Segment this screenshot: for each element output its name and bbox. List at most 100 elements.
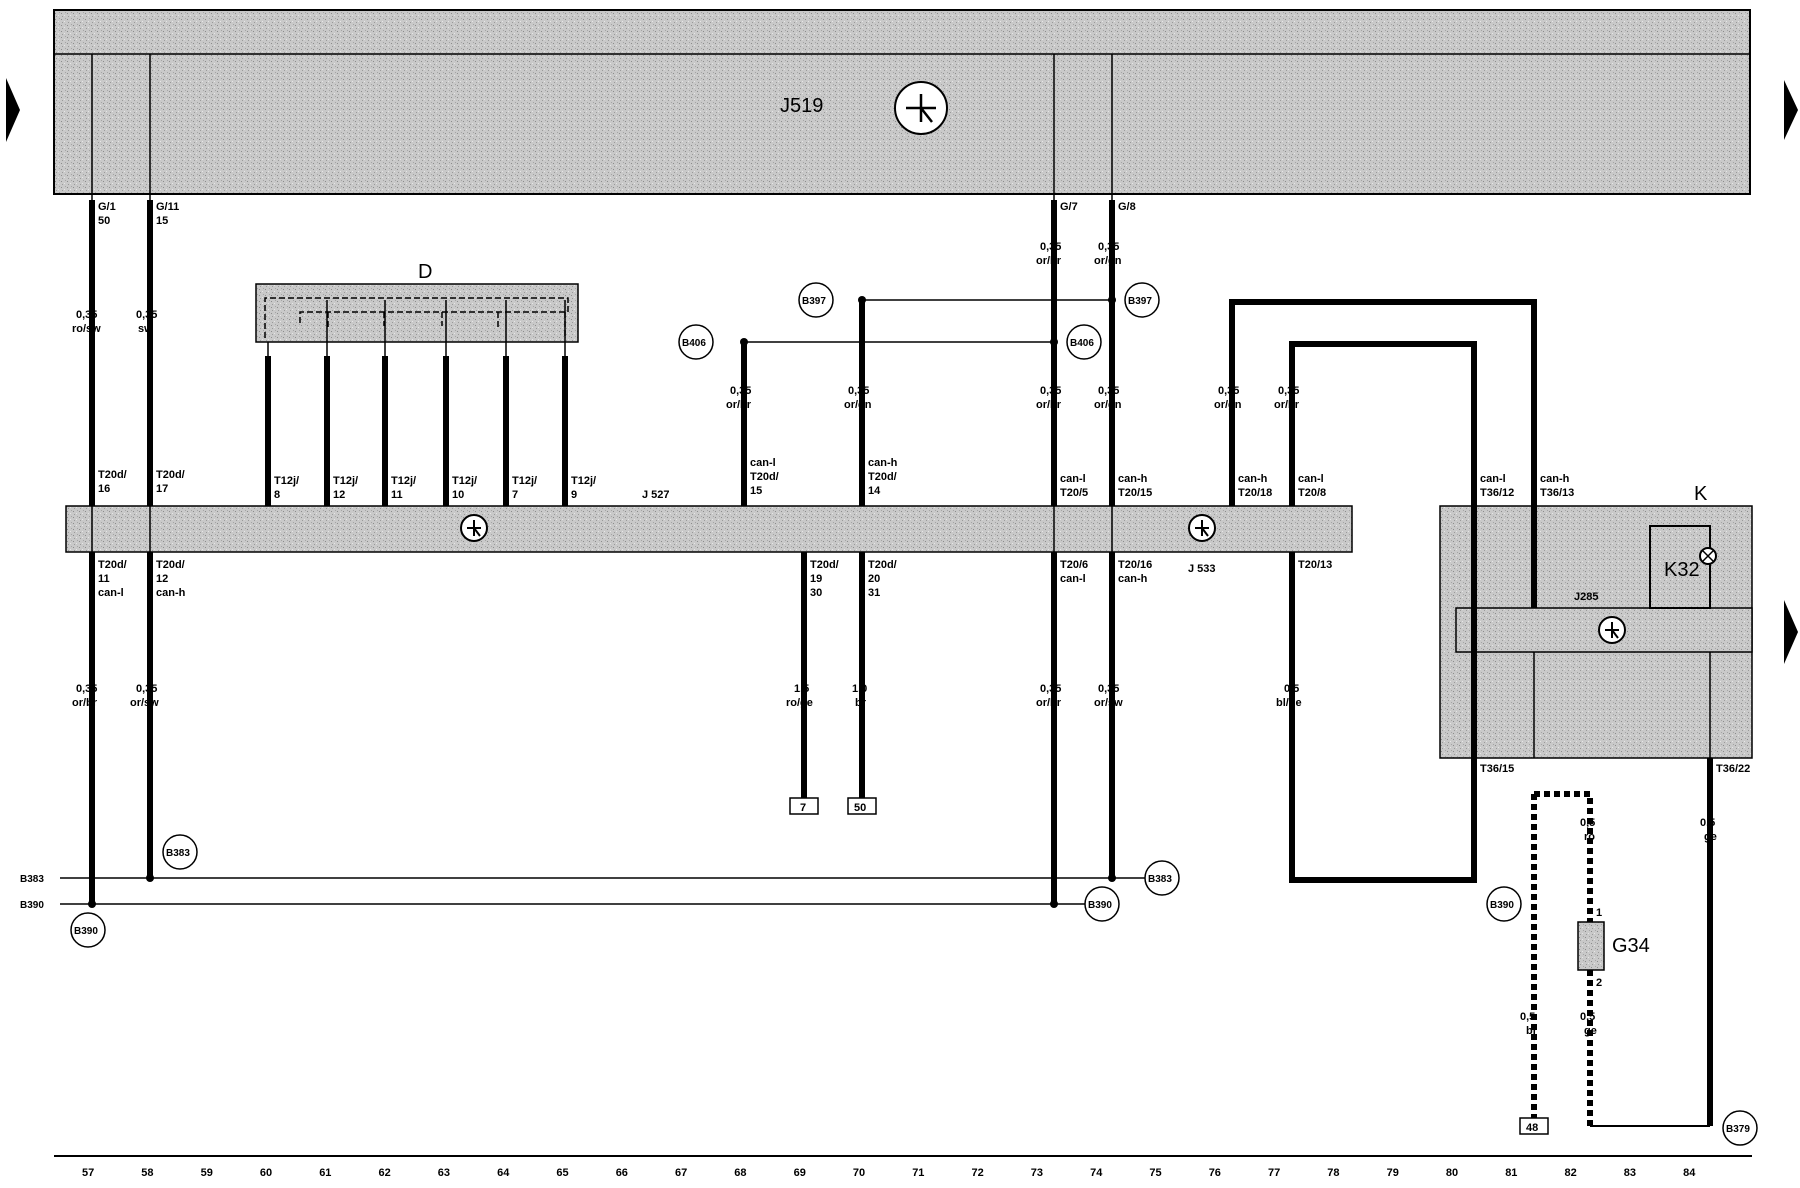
wire-size: 1,0: [852, 683, 867, 695]
wire-color: or/gn: [844, 399, 872, 411]
ruler-number: 58: [141, 1167, 153, 1179]
connector-label: T20/18: [1238, 487, 1272, 499]
connector-label: 14: [868, 485, 881, 497]
node-b406: B406: [1070, 338, 1094, 349]
node-b397: B397: [1128, 296, 1152, 307]
connector-label: T20/16: [1118, 559, 1152, 571]
connector-label: 12: [156, 573, 168, 585]
wire-color: or/br: [1274, 399, 1300, 411]
connector-label: T12j/: [333, 475, 358, 487]
control-unit-icon: [1188, 514, 1216, 542]
wire-color: or/gn: [1094, 255, 1122, 267]
ruler-number: 81: [1505, 1167, 1517, 1179]
wire-size: 0,5: [1284, 683, 1299, 695]
connector-label: T36/12: [1480, 487, 1514, 499]
ruler-number: 73: [1031, 1167, 1043, 1179]
connector-label: T20/5: [1060, 487, 1088, 499]
wire-color: br: [855, 697, 867, 709]
node-b383: B383: [1148, 874, 1172, 885]
connector-label: can-l: [1298, 473, 1324, 485]
side-b383: B383: [20, 874, 44, 885]
connector-label: 7: [512, 489, 518, 501]
node-b390: B390: [74, 926, 98, 937]
pin-label: G/1: [98, 201, 116, 213]
wire-color: ge: [1584, 1025, 1597, 1037]
node-b397: B397: [802, 296, 826, 307]
connector-label: T20d/: [750, 471, 779, 483]
connector-label: T20d/: [868, 559, 897, 571]
ruler-number: 67: [675, 1167, 687, 1179]
terminal-48: 48: [1526, 1122, 1538, 1134]
wire-size: 0,35: [136, 683, 157, 695]
ruler-number: 72: [972, 1167, 984, 1179]
wire-size: 0,35: [76, 683, 97, 695]
connector-label: 19: [810, 573, 822, 585]
connector-label: can-h: [156, 587, 186, 599]
warning-lamp-icon: [1699, 547, 1717, 565]
wire-size: 0,35: [1278, 385, 1299, 397]
connector-label: can-l: [1060, 573, 1086, 585]
ruler-number: 78: [1327, 1167, 1339, 1179]
connector-label: can-l: [1480, 473, 1506, 485]
k32-label: K32: [1664, 559, 1700, 581]
wire-color: or/br: [72, 697, 98, 709]
wire-color: bl/ge: [1276, 697, 1302, 709]
page-arrow-right-mid[interactable]: [1784, 600, 1798, 664]
ruler-number: 69: [794, 1167, 806, 1179]
ruler-number: 75: [1149, 1167, 1161, 1179]
wire-size: 0,5: [1520, 1011, 1535, 1023]
connector-label: T20d/: [868, 471, 897, 483]
control-unit-icon: [894, 81, 948, 135]
ruler-number: 70: [853, 1167, 865, 1179]
wire-size: 0,35: [1098, 683, 1119, 695]
wire-color: or/br: [1036, 697, 1062, 709]
connector-label: 9: [571, 489, 577, 501]
connector-label: 11: [98, 573, 110, 585]
connector-label: 15: [750, 485, 762, 497]
terminal-7: 7: [800, 802, 806, 814]
wire-size: 0,35: [136, 309, 157, 321]
pin-label: G/7: [1060, 201, 1078, 213]
node-b390: B390: [1490, 900, 1514, 911]
ruler-number: 74: [1090, 1167, 1103, 1179]
j519-label: J519: [780, 95, 823, 117]
ruler-number: 62: [379, 1167, 391, 1179]
ruler-number: 83: [1624, 1167, 1636, 1179]
j285-label: J285: [1574, 591, 1598, 603]
connector-label: can-h: [868, 457, 898, 469]
node-b383: B383: [166, 848, 190, 859]
ruler-number: 68: [734, 1167, 746, 1179]
g34-pin-2: 2: [1596, 977, 1602, 989]
wiring: [60, 54, 1713, 1127]
connector-label: can-h: [1238, 473, 1268, 485]
d-module: D: [255, 261, 579, 343]
connector-label: 17: [156, 483, 168, 495]
connector-label: 12: [333, 489, 345, 501]
connector-label: can-l: [1060, 473, 1086, 485]
connector-label: can-l: [98, 587, 124, 599]
control-unit-icon: [1598, 616, 1626, 644]
page-arrow-right-top[interactable]: [1784, 80, 1798, 140]
connector-label: 11: [391, 489, 403, 501]
ruler-number: 57: [82, 1167, 94, 1179]
junctions: [88, 296, 1116, 908]
wire-color: ro/ge: [786, 697, 813, 709]
page-arrow-left[interactable]: [6, 78, 20, 142]
connector-label: 31: [868, 587, 880, 599]
wire-color: ro: [1584, 831, 1595, 843]
j527-label: J 527: [642, 489, 670, 501]
ruler-number: 66: [616, 1167, 628, 1179]
ruler-number: 71: [912, 1167, 924, 1179]
connector-label: T20/13: [1298, 559, 1332, 571]
ruler-number: 64: [497, 1167, 510, 1179]
connector-label: T20d/: [98, 469, 127, 481]
side-b390: B390: [20, 900, 44, 911]
ruler-number: 63: [438, 1167, 450, 1179]
connector-label: T12j/: [391, 475, 416, 487]
wire-size: 0,35: [1218, 385, 1239, 397]
wire-color: or/sw: [1094, 697, 1123, 709]
ruler-number: 76: [1209, 1167, 1221, 1179]
connector-label: 30: [810, 587, 822, 599]
connector-label: T20/15: [1118, 487, 1152, 499]
